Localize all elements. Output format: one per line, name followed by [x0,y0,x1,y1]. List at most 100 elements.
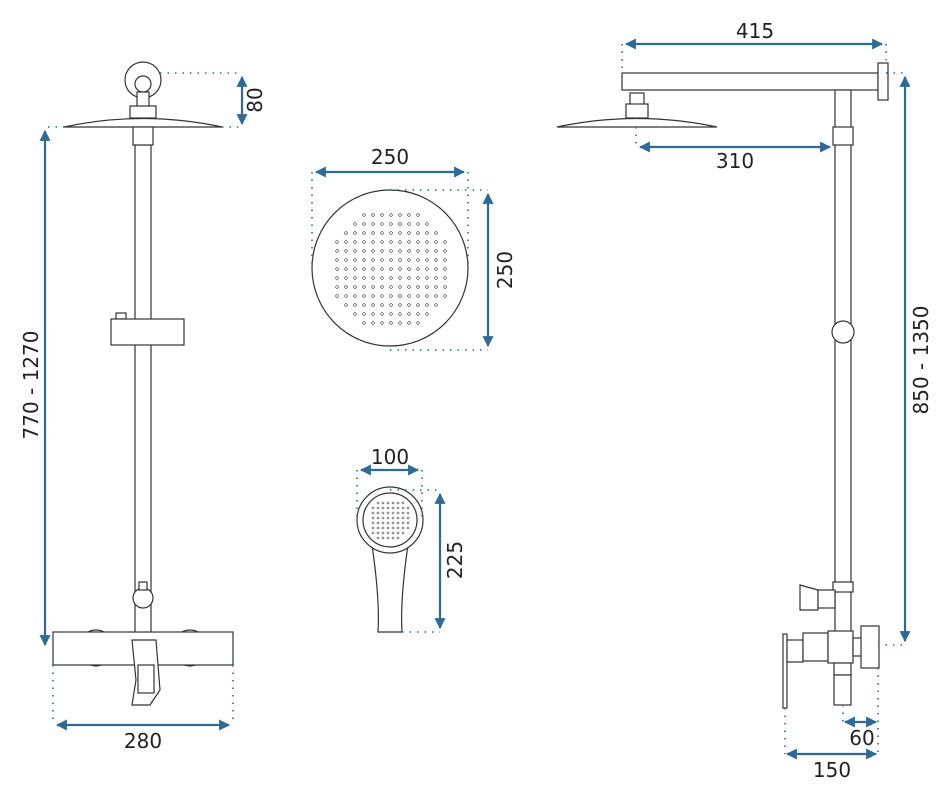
nozzle-hole [415,212,421,218]
front-view [52,61,234,706]
nozzle-hole [424,275,430,281]
nozzle-hole [379,239,385,245]
nozzle-hole [388,257,394,263]
nozzle-hole [388,311,394,317]
nozzle-hole [433,284,439,290]
nozzle-hole [433,239,439,245]
nozzle-hole [386,506,390,510]
nozzle-hole [406,266,412,272]
nozzle-hole [381,511,385,515]
nozzle-hole [442,293,448,299]
nozzle-hole [397,284,403,290]
nozzle-hole [388,302,394,308]
nozzle-hole [424,221,430,227]
nozzle-hole [406,212,412,218]
nozzle-hole [388,293,394,299]
nozzle-hole [424,248,430,254]
nozzle-hole [376,526,380,530]
nozzle-hole [442,248,448,254]
dim-label-250-height: 250 [493,251,517,289]
nozzle-hole [386,511,390,515]
nozzle-hole [415,293,421,299]
nozzle-hole [396,501,400,505]
nozzle-hole [406,320,412,326]
nozzle-hole [343,230,349,236]
nozzle-hole [376,531,380,535]
nozzle-hole [406,257,412,263]
dim-label-415: 415 [736,19,774,43]
dim-label-225: 225 [443,541,467,579]
nozzle-hole [343,302,349,308]
nozzle-hole [370,221,376,227]
nozzle-hole [424,311,430,317]
nozzle-hole [361,230,367,236]
nozzle-hole [397,293,403,299]
nozzle-hole [406,293,412,299]
nozzle-hole [334,257,340,263]
nozzle-hole [415,239,421,245]
nozzle-hole [361,248,367,254]
nozzle-hole [397,257,403,263]
nozzle-hole [424,257,430,263]
nozzle-hole [334,275,340,281]
nozzle-hole [442,284,448,290]
nozzle-hole [386,526,390,530]
nozzle-hole [361,311,367,317]
nozzle-hole [397,311,403,317]
nozzle-hole [397,239,403,245]
nozzle-hole [352,257,358,263]
nozzle-hole [386,501,390,505]
nozzle-hole [442,257,448,263]
nozzle-hole [424,266,430,272]
nozzle-hole [433,230,439,236]
nozzle-hole [397,275,403,281]
nozzle-hole [388,239,394,245]
dim-label-770-1270: 770 - 1270 [19,330,43,439]
dim-label-60: 60 [849,726,874,750]
nozzle-hole [406,284,412,290]
nozzle-hole [396,521,400,525]
nozzle-hole [370,239,376,245]
nozzle-hole [401,501,405,505]
side-view [556,62,889,709]
nozzle-hole [352,221,358,227]
dim-label-280: 280 [124,729,162,753]
nozzle-hole [352,230,358,236]
nozzle-hole [406,526,410,530]
nozzle-hole [334,239,340,245]
dim-label-100: 100 [371,445,409,469]
nozzle-hole [381,536,385,540]
nozzle-hole [343,239,349,245]
nozzle-hole [415,284,421,290]
dim-label-310: 310 [716,149,754,173]
nozzle-hole [381,506,385,510]
nozzle-hole [406,511,410,515]
nozzle-hole [396,536,400,540]
nozzle-hole [396,511,400,515]
nozzle-hole [379,221,385,227]
nozzle-hole [370,257,376,263]
nozzle-hole [406,230,412,236]
nozzle-hole [379,212,385,218]
nozzle-hole [361,221,367,227]
nozzle-hole [376,521,380,525]
nozzle-hole [397,221,403,227]
nozzle-hole [352,266,358,272]
nozzle-hole [352,284,358,290]
nozzle-hole [396,526,400,530]
nozzle-hole [406,275,412,281]
nozzle-hole [396,531,400,535]
nozzle-hole [343,275,349,281]
nozzle-hole [433,257,439,263]
nozzle-hole [397,248,403,254]
nozzle-hole [370,302,376,308]
rain-shower-head [311,189,469,347]
nozzle-hole [397,320,403,326]
nozzle-hole [406,521,410,525]
nozzle-hole [370,230,376,236]
nozzle-hole [397,212,403,218]
nozzle-hole [388,320,394,326]
nozzle-hole [370,293,376,299]
nozzle-hole [370,320,376,326]
nozzle-hole [391,536,395,540]
